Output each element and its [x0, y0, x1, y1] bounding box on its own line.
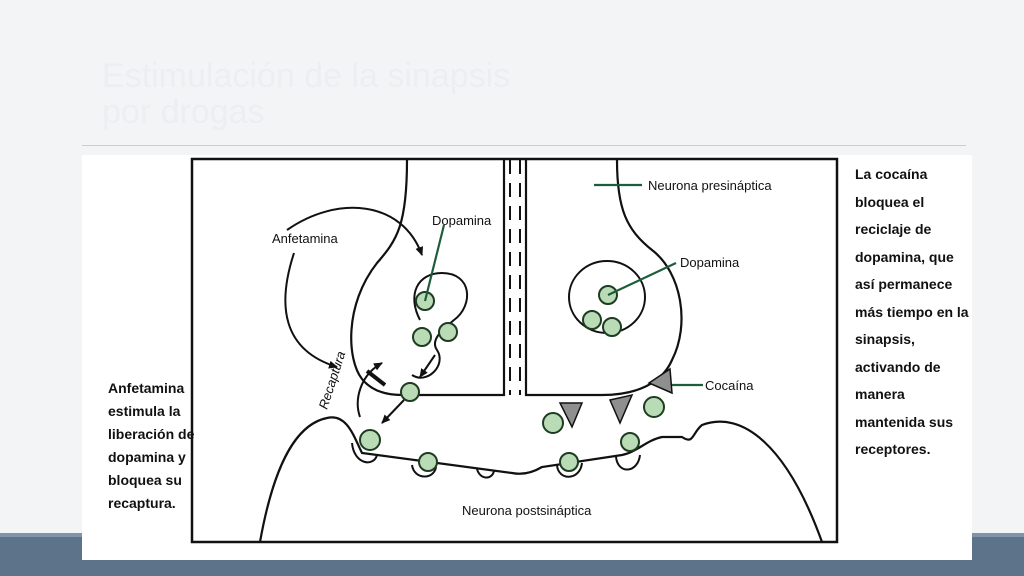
release-arrow: [381, 399, 405, 424]
presynaptic-terminal-left: [350, 159, 506, 397]
title-divider: [82, 145, 966, 146]
amphetamine-label: Anfetamina: [272, 231, 339, 246]
dopamine-label-left: Dopamina: [432, 213, 492, 228]
dopamine-molecule: [602, 317, 622, 337]
dopamine-molecule: [438, 322, 458, 342]
reuptake-label: Recaptura: [316, 349, 349, 411]
postsynaptic-label: Neurona postsináptica: [462, 503, 592, 518]
dopamine-molecule: [359, 429, 381, 451]
amphetamine-description: Anfetamina estimula la liberación de dop…: [108, 380, 195, 511]
dopamine-molecule: [412, 327, 432, 347]
dopamine-molecule: [400, 382, 420, 402]
slide-title: Estimulación de la sinapsis por drogas: [102, 57, 511, 131]
receptor-site: [615, 454, 641, 471]
vesicle-membrane-left: [411, 271, 469, 379]
dopamine-molecule: [418, 452, 438, 472]
reuptake-arrow: [356, 362, 383, 418]
dopamine-label-right: Dopamina: [680, 255, 740, 270]
diagram-frame: [190, 157, 839, 544]
pointer-dopamine-left: [423, 224, 446, 302]
dopamine-molecule: [643, 396, 665, 418]
presynaptic-label: Neurona presináptica: [648, 178, 772, 193]
release-arrow: [419, 354, 436, 378]
synapse-figure: Anfetamina estimula la liberación de dop…: [82, 155, 972, 560]
receptor-site: [556, 462, 583, 478]
dopamine-molecule: [542, 412, 564, 434]
receptor-site: [411, 464, 437, 478]
cocaine-description: La cocaína bloquea el reciclaje de dopam…: [855, 166, 969, 457]
postsynaptic-neuron: [258, 416, 824, 543]
cocaine-molecule: [558, 402, 584, 429]
cocaine-label: Cocaína: [705, 378, 754, 393]
dopamine-molecule: [620, 432, 640, 452]
cocaine-molecule: [608, 393, 634, 425]
synapse-diagram: Anfetamina Dopamina Neurona presináptica…: [190, 157, 839, 544]
reuptake-block-icon: [365, 369, 387, 387]
amphetamine-arrow-lower: [284, 252, 338, 369]
dopamine-molecules-left: [359, 291, 458, 472]
receptor-site: [476, 468, 495, 479]
dopamine-molecule: [559, 452, 579, 472]
cocaine-molecule: [647, 367, 673, 395]
presynaptic-terminal-right: [524, 159, 683, 397]
pointer-dopamine-right: [607, 262, 677, 296]
amphetamine-arrow-upper: [286, 206, 424, 256]
receptor-site: [351, 442, 378, 464]
dopamine-molecule: [582, 310, 602, 330]
